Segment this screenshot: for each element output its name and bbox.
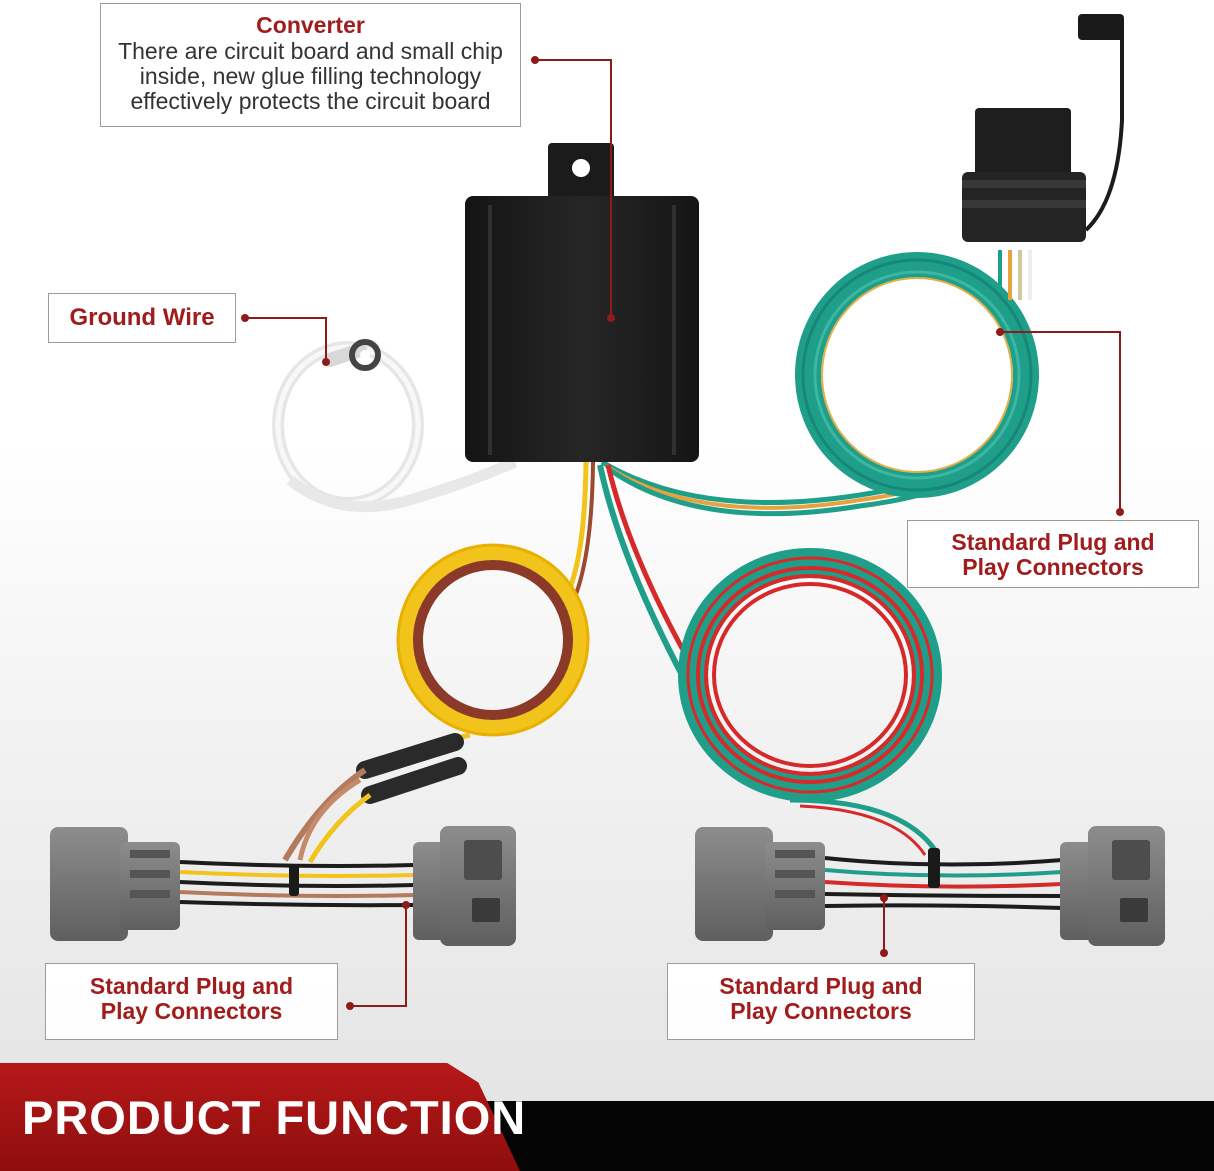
center-harness-plug <box>695 827 825 941</box>
red-green-wire-coil <box>678 548 942 856</box>
plug-left-callout-line-2: Play Connectors <box>100 998 283 1024</box>
footer-heading: PRODUCT FUNCTION <box>22 1091 527 1144</box>
ground-ring-terminal-icon <box>349 339 381 371</box>
plug-right-callout-line-1: Standard Plug and <box>951 529 1155 555</box>
yellow-brown-wire-coil <box>378 543 590 773</box>
callout-leader-dots <box>241 56 1124 1010</box>
ground-wire <box>272 339 518 513</box>
left-harness-bundle <box>179 860 416 908</box>
left-harness-plug <box>50 827 180 941</box>
ground-wire-leader-line <box>245 317 327 362</box>
plug-center-callout-line-1: Standard Plug and <box>719 973 923 999</box>
green-wire-coil <box>795 252 1039 498</box>
plug-left-callout-line-1: Standard Plug and <box>89 973 294 999</box>
converter-callout-line-3: effectively protects the circuit board <box>130 88 491 114</box>
plug-right-callout-line-2: Play Connectors <box>962 554 1144 580</box>
plug-center-callout-line-2: Play Connectors <box>730 998 912 1024</box>
converter-callout-title: Converter <box>256 12 365 38</box>
plug-right-callout: Standard Plug and Play Connectors <box>907 520 1199 588</box>
trailer-plug-top <box>962 14 1124 300</box>
plug-left-leader-line <box>350 905 407 1007</box>
ground-wire-callout-title: Ground Wire <box>69 304 215 331</box>
plug-right-leader-line <box>1000 331 1121 512</box>
butt-connectors <box>282 733 467 864</box>
converter-callout: Converter There are circuit board and sm… <box>100 3 521 127</box>
center-vehicle-connector <box>1060 826 1165 946</box>
center-harness-bundle <box>824 848 1063 910</box>
converter-callout-line-2: inside, new glue filling technology <box>139 63 482 89</box>
callout-leader-lines <box>245 59 1121 1007</box>
footer-banner-tab <box>0 1063 520 1171</box>
left-vehicle-connector <box>413 826 516 946</box>
plug-left-callout: Standard Plug and Play Connectors <box>45 963 338 1040</box>
converter-callout-line-1: There are circuit board and small chip <box>118 38 503 64</box>
ground-wire-callout: Ground Wire <box>48 293 236 343</box>
converter-leader-line <box>535 59 612 318</box>
plug-center-callout: Standard Plug and Play Connectors <box>667 963 975 1040</box>
converter-box <box>465 143 699 462</box>
